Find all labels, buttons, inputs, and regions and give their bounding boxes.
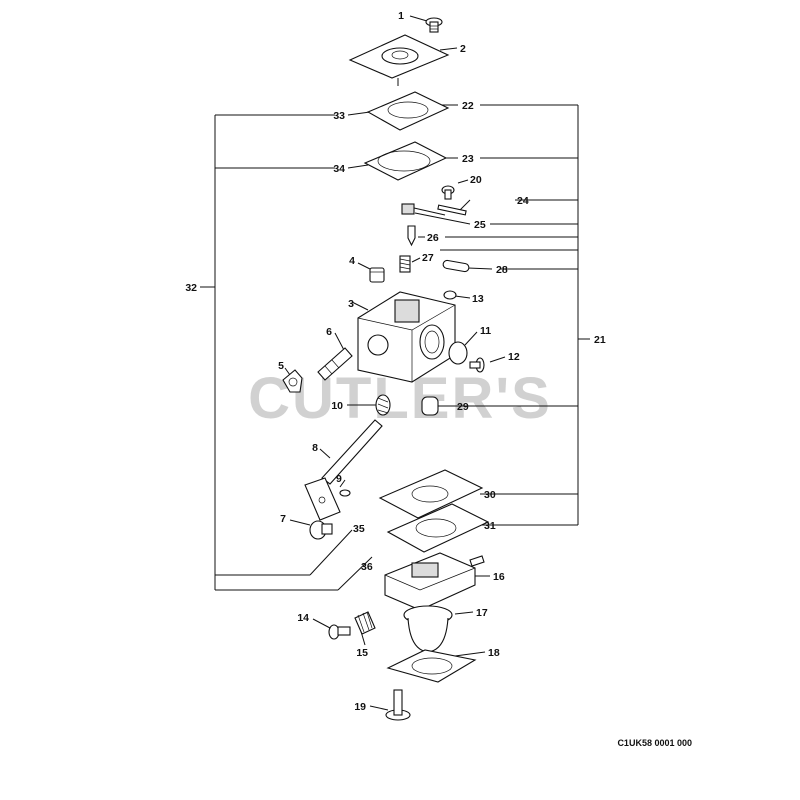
label-18: 18 [488, 647, 500, 659]
part-13-clip [443, 290, 457, 300]
part-17-primer-bulb [403, 605, 453, 653]
part-11-disc [448, 341, 468, 365]
callout-labels: 1 2 3 4 5 6 7 8 9 10 11 12 13 14 15 16 1… [185, 10, 606, 713]
part-25-lever [401, 203, 446, 216]
part-2-pump-cover [348, 34, 450, 86]
label-27: 27 [422, 252, 434, 264]
part-19-screw [385, 689, 411, 721]
part-29-plug [421, 396, 439, 416]
label-24: 24 [517, 195, 529, 207]
label-17: 17 [476, 607, 488, 619]
bracket-21 [435, 104, 590, 526]
label-26: 26 [427, 232, 439, 244]
part-9-clip [339, 489, 351, 497]
label-4: 4 [349, 255, 355, 267]
label-7: 7 [280, 513, 286, 525]
label-30: 30 [484, 489, 496, 501]
part-10-spring [375, 394, 391, 416]
label-5: 5 [278, 360, 284, 372]
label-11: 11 [480, 325, 491, 337]
label-23: 23 [462, 153, 474, 165]
part-33-gasket [366, 91, 450, 131]
label-31: 31 [484, 520, 496, 532]
part-24-pin [437, 204, 467, 216]
part-30-gasket [378, 469, 484, 519]
part-1-screw [425, 17, 443, 33]
label-9: 9 [336, 473, 342, 485]
label-25: 25 [474, 219, 486, 231]
bracket-32 [200, 114, 338, 591]
label-36: 36 [361, 561, 373, 573]
part-16-pump-body [384, 552, 485, 611]
label-10: 10 [331, 400, 343, 412]
part-18-retainer [386, 649, 477, 683]
label-19: 19 [354, 701, 366, 713]
label-1: 1 [398, 10, 404, 22]
part-12-screw [469, 357, 485, 373]
part-15-spring [354, 611, 376, 635]
part-26-needle [407, 225, 416, 247]
label-34: 34 [333, 163, 345, 175]
part-20-screw [441, 185, 455, 200]
part-5-lever [282, 369, 303, 393]
label-14: 14 [297, 612, 309, 624]
part-34-diaphragm [363, 141, 448, 181]
drawing-code: C1UK58 0001 000 [617, 738, 692, 748]
part-6-shaft [317, 347, 353, 381]
part-4-plug [369, 267, 385, 283]
part-27-spring [399, 255, 411, 273]
label-33: 33 [333, 110, 345, 122]
part-3-carburetor-body [357, 291, 456, 383]
label-35: 35 [353, 523, 365, 535]
part-7-knob [309, 520, 333, 540]
label-16: 16 [493, 571, 505, 583]
label-3: 3 [348, 298, 354, 310]
label-13: 13 [472, 293, 484, 305]
label-28: 28 [496, 264, 508, 276]
label-15: 15 [356, 647, 368, 659]
label-12: 12 [508, 351, 520, 363]
part-31-diaphragm [386, 503, 490, 553]
label-6: 6 [326, 326, 332, 338]
label-21: 21 [594, 334, 606, 346]
part-14-screw [328, 624, 351, 640]
label-32: 32 [185, 282, 197, 294]
part-8-choke-shaft [304, 419, 383, 521]
label-29: 29 [457, 401, 469, 413]
label-22: 22 [462, 100, 474, 112]
label-2: 2 [460, 43, 466, 55]
label-20: 20 [470, 174, 482, 186]
part-28-o-ring [442, 259, 470, 273]
label-8: 8 [312, 442, 318, 454]
